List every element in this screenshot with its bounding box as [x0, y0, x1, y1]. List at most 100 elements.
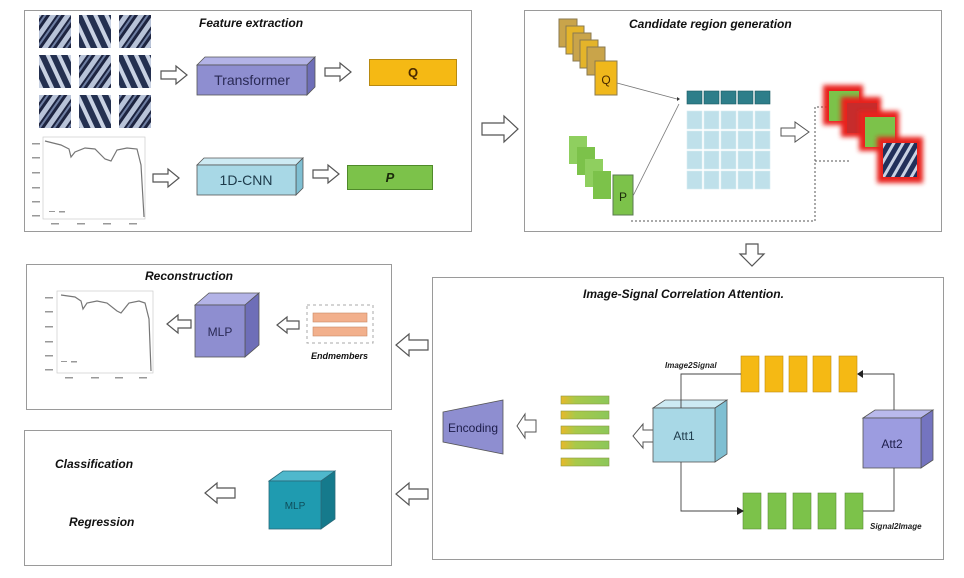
signal2image-token: [817, 492, 837, 530]
p-label: P: [385, 170, 395, 185]
fused-feature-bar: [560, 440, 610, 450]
image-patch: [39, 15, 71, 48]
grid-cell: [737, 150, 754, 170]
q-label: Q: [407, 65, 419, 80]
arrow-right-icon: [481, 114, 519, 144]
attention-diagram: Encoding Att1 Att2 Ima: [442, 355, 935, 531]
fused-feature-bar: [560, 410, 610, 420]
image2signal-token: [740, 355, 760, 393]
grid-cell: [754, 110, 771, 130]
output-panel: Classification Regression MLP: [24, 430, 392, 566]
arrow-left-icon: [204, 481, 236, 505]
endmember-bar: [312, 312, 368, 323]
q-feature-box: Q: [369, 59, 457, 86]
grid-cell: [703, 130, 720, 150]
signal2image-token: [792, 492, 812, 530]
encoding-block: Encoding: [442, 399, 504, 455]
grid-cell: [703, 170, 720, 190]
p-label: P: [619, 190, 627, 204]
feature-extraction-title: Feature extraction: [199, 16, 304, 30]
image-patch: [39, 95, 71, 128]
cnn-label: 1D-CNN: [220, 172, 273, 188]
arrow-right-icon: [152, 167, 180, 189]
image2signal-token: [838, 355, 858, 393]
grid-cell: [754, 170, 771, 190]
fused-feature-bar: [560, 457, 610, 467]
endmembers-label: Endmembers: [311, 351, 369, 361]
image-patch-grid: [39, 15, 151, 128]
image2signal-token: [812, 355, 832, 393]
p-feature-stack: P: [569, 136, 634, 216]
candidate-regions: [823, 85, 923, 183]
arrow-right-icon: [160, 64, 188, 86]
grid-cell: [754, 150, 771, 170]
candidate-region-panel: Candidate region generation Q P: [524, 10, 942, 232]
mlp-label: MLP: [208, 325, 233, 339]
reconstructed-signal-plot: [45, 290, 154, 379]
mlp-label: MLP: [285, 501, 306, 512]
similarity-grid: [686, 90, 771, 190]
q-label: Q: [601, 73, 610, 87]
image-patches: [39, 15, 151, 128]
mlp-block: MLP: [193, 292, 261, 358]
arrow-left-icon: [395, 332, 429, 358]
feature-extraction-panel: Feature extraction: [24, 10, 472, 232]
image-patch: [79, 15, 111, 48]
attention-panel: Image-Signal Correlation Attention. Enco…: [432, 277, 944, 560]
candidate-region-diagram: Q P: [558, 18, 923, 222]
candidate-region-title: Candidate region generation: [629, 17, 792, 31]
grid-cell: [720, 130, 737, 150]
arrow-left-icon: [395, 481, 429, 507]
classification-label: Classification: [55, 457, 134, 471]
image2signal-token: [788, 355, 808, 393]
att1-block: Att1: [651, 399, 729, 463]
grid-cell: [737, 90, 754, 105]
q-feature-stack: Q: [558, 18, 618, 96]
cnn-block: 1D-CNN: [196, 157, 304, 196]
encoding-label: Encoding: [448, 421, 498, 435]
image-patch: [119, 95, 151, 128]
grid-cell: [737, 170, 754, 190]
grid-cell: [703, 110, 720, 130]
p-feature-box: P: [347, 165, 433, 190]
image-patch: [119, 15, 151, 48]
att1-label: Att1: [673, 429, 695, 443]
reconstruction-panel: Reconstruction MLP Endmembers: [26, 264, 392, 410]
fused-feature-bar: [560, 425, 610, 435]
grid-cell: [686, 130, 703, 150]
grid-cell: [720, 170, 737, 190]
signal2image-label: Signal2Image: [870, 522, 922, 531]
grid-cell: [686, 90, 703, 105]
arrow-down-icon: [738, 243, 766, 267]
spectral-signal-plot: [32, 136, 146, 225]
image2signal-token: [764, 355, 784, 393]
endmembers-box: [306, 304, 374, 344]
att2-label: Att2: [881, 437, 903, 451]
att2-block: Att2: [861, 409, 935, 469]
image-patch: [79, 55, 111, 88]
transformer-block: Transformer: [196, 56, 316, 96]
grid-cell: [686, 150, 703, 170]
grid-cell: [686, 170, 703, 190]
grid-cell: [720, 150, 737, 170]
arrow-right-icon: [312, 163, 340, 185]
signal2image-token: [767, 492, 787, 530]
mlp-block: MLP: [267, 470, 337, 530]
signal2image-token: [742, 492, 762, 530]
signal2image-tokens: [742, 492, 864, 530]
transformer-label: Transformer: [214, 72, 290, 88]
signal2image-token: [844, 492, 864, 530]
arrow-left-icon: [276, 315, 300, 335]
grid-cell: [720, 110, 737, 130]
grid-cell: [737, 130, 754, 150]
image-patch: [119, 55, 151, 88]
endmember-bar: [312, 326, 368, 337]
fused-feature-bar: [560, 395, 610, 405]
grid-cell: [720, 90, 737, 105]
image2signal-tokens: [740, 355, 858, 393]
grid-cell: [703, 90, 720, 105]
attention-title: Image-Signal Correlation Attention.: [583, 287, 784, 301]
grid-cell: [686, 110, 703, 130]
arrow-right-icon: [324, 61, 352, 83]
regression-label: Regression: [69, 515, 135, 529]
